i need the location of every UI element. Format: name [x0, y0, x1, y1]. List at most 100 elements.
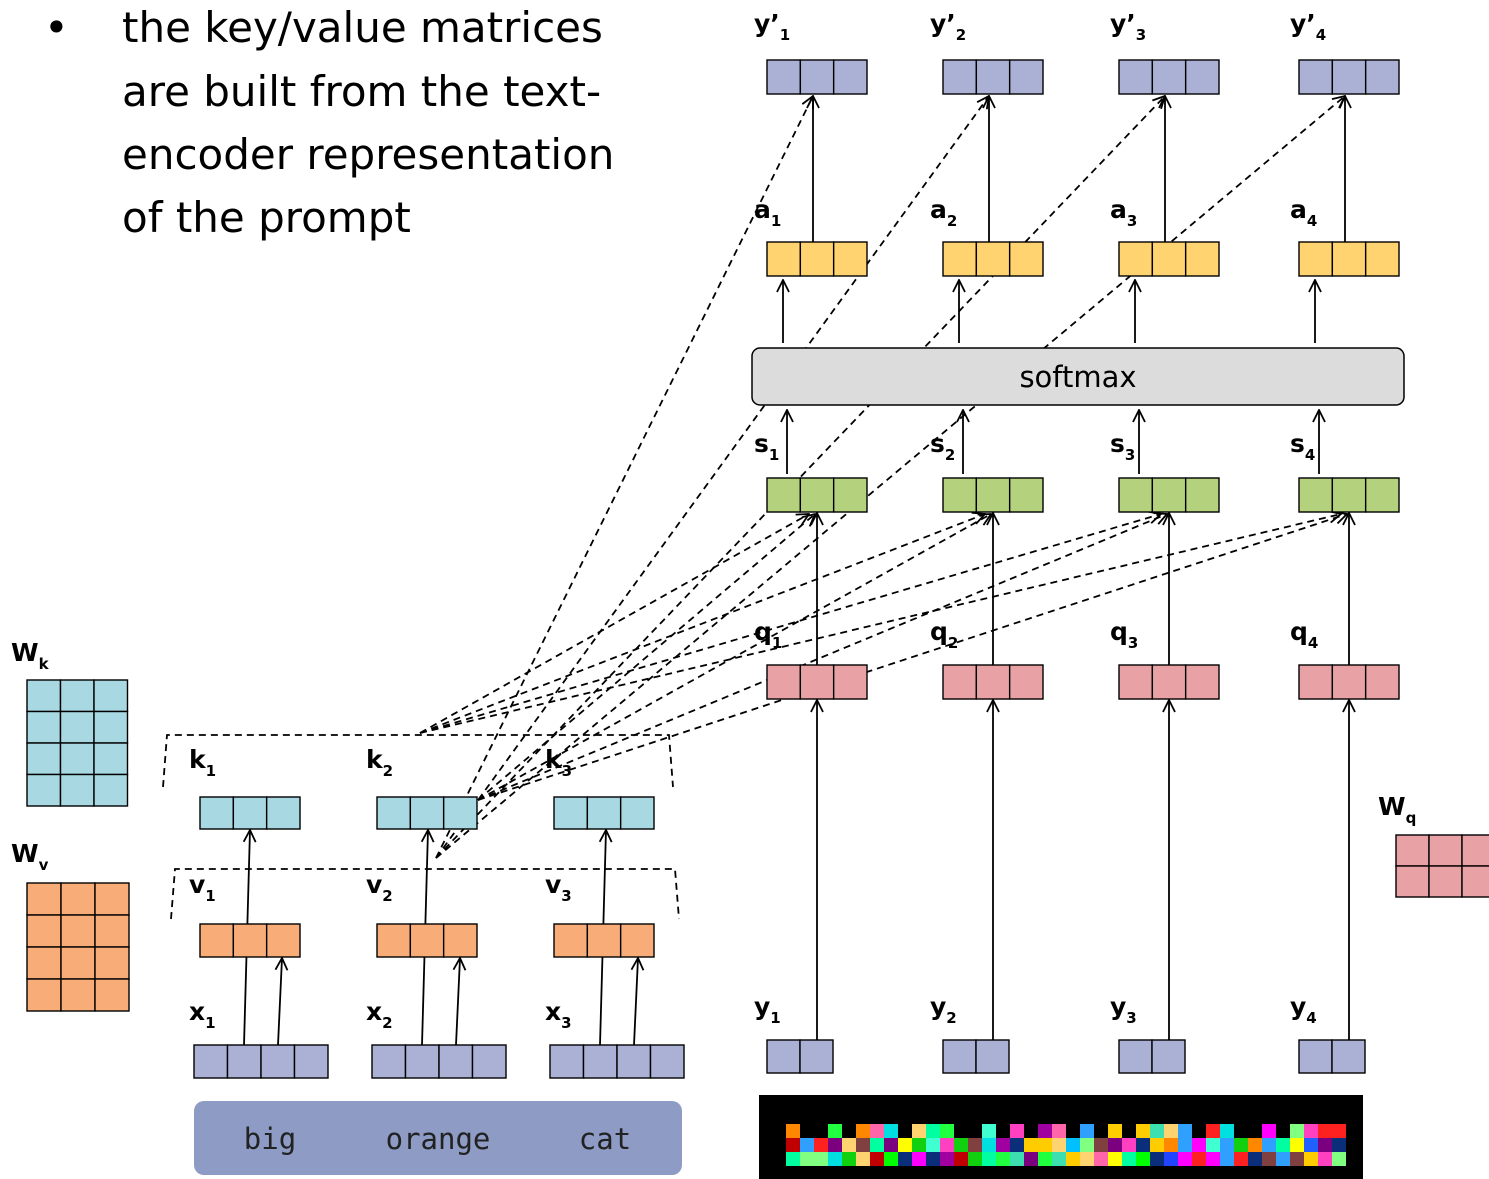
label-a-2: a2: [930, 195, 957, 230]
bullet-symbol: •: [44, 3, 69, 52]
label-q-3-text: q3: [1110, 617, 1138, 652]
label-q-2-text: q2: [930, 617, 958, 652]
y-out-vector-3: [1118, 59, 1220, 95]
q-vector-2: [942, 664, 1044, 700]
a-vector-3: [1118, 241, 1220, 277]
dashed-v-to-yout-1: [435, 96, 813, 859]
label-yin-1-text: y1: [754, 992, 781, 1027]
wk-matrix: [26, 679, 129, 807]
label-yin-2-text: y2: [930, 992, 957, 1027]
q-vector-3: [1118, 664, 1220, 700]
label-x-3-subscript: 3: [561, 1014, 571, 1032]
bullet-line-4: of the prompt: [122, 193, 411, 242]
label-wq-text: Wq: [1378, 792, 1416, 827]
label-yin-2-subscript: 2: [946, 1009, 956, 1027]
noise-image: [759, 1095, 1363, 1179]
label-wq-subscript: q: [1406, 809, 1417, 827]
dashed-v-to-yout-2: [435, 96, 989, 859]
label-s-3-subscript: 3: [1125, 446, 1135, 464]
label-q-3-subscript: 3: [1128, 634, 1138, 652]
label-s-2-text: s2: [930, 429, 955, 464]
label-q-4-text: q4: [1290, 617, 1318, 652]
label-s-3-text: s3: [1110, 429, 1135, 464]
label-yin-1: y1: [754, 992, 781, 1027]
k-vector-2: [376, 796, 478, 830]
label-yin-4: y4: [1290, 992, 1317, 1027]
label-v-1: v1: [189, 870, 216, 905]
softmax-box: softmax: [751, 347, 1405, 406]
y-in-vector-3: [1118, 1039, 1186, 1074]
label-a-3-subscript: 3: [1127, 212, 1137, 230]
label-k-2-text: k2: [366, 745, 393, 780]
label-a-4-text: a4: [1290, 195, 1317, 230]
bullet-line-3: encoder representation: [122, 130, 614, 179]
y-out-vector-4: [1298, 59, 1400, 95]
dashed-k-to-s-2: [419, 514, 985, 734]
label-yout-3-text: y’3: [1110, 9, 1146, 44]
label-s-2: s2: [930, 429, 955, 464]
label-yout-3-subscript: 3: [1136, 26, 1146, 44]
dashed-k2-to-s-4: [477, 514, 1347, 801]
label-wk-text: Wk: [11, 638, 50, 673]
weight-matrices: [26, 679, 1489, 1012]
q-vector-4: [1298, 664, 1400, 700]
label-s-1: s1: [754, 429, 779, 464]
label-yout-3: y’3: [1110, 9, 1146, 44]
label-s-4: s4: [1290, 429, 1315, 464]
s-vector-3: [1118, 477, 1220, 513]
label-k-2-subscript: 2: [383, 762, 393, 780]
label-yin-4-text: y4: [1290, 992, 1317, 1027]
label-yout-1-subscript: 1: [780, 26, 790, 44]
x-vector-2: [371, 1044, 507, 1079]
label-k-3-subscript: 3: [562, 762, 572, 780]
label-yout-2: y’2: [930, 9, 966, 44]
label-wv-subscript: v: [39, 856, 49, 874]
label-yout-4-text: y’4: [1290, 9, 1326, 44]
label-yin-2: y2: [930, 992, 957, 1027]
label-wv-text: Wv: [11, 839, 49, 874]
a-vector-2: [942, 241, 1044, 277]
label-yout-1: y’1: [754, 9, 790, 44]
label-q-1: q1: [754, 617, 782, 652]
bullet-point: • the key/value matrices are built from …: [44, 3, 614, 242]
label-k-1-subscript: 1: [206, 762, 216, 780]
dashed-k2-to-s-2: [477, 514, 991, 801]
label-a-1-text: a1: [754, 195, 781, 230]
label-x-1-subscript: 1: [205, 1014, 215, 1032]
dashed-v-to-yout-4: [435, 96, 1345, 859]
s-vector-1: [766, 477, 868, 513]
label-a-2-text: a2: [930, 195, 957, 230]
label-wk-subscript: k: [39, 655, 50, 673]
label-q-4-subscript: 4: [1308, 634, 1318, 652]
label-a-4-subscript: 4: [1307, 212, 1317, 230]
label-x-3-text: x3: [545, 997, 572, 1032]
label-q-1-text: q1: [754, 617, 782, 652]
label-yout-2-subscript: 2: [956, 26, 966, 44]
label-s-2-subscript: 2: [945, 446, 955, 464]
label-v-2-text: v2: [366, 870, 393, 905]
arrow-x-to-v-1: [278, 958, 282, 1046]
label-yout-2-text: y’2: [930, 9, 966, 44]
label-yin-1-subscript: 1: [770, 1009, 780, 1027]
label-wv: Wv: [11, 839, 49, 874]
label-x-3: x3: [545, 997, 572, 1032]
label-yin-3-subscript: 3: [1126, 1009, 1136, 1027]
label-s-4-text: s4: [1290, 429, 1315, 464]
label-s-1-text: s1: [754, 429, 779, 464]
label-v-3-subscript: 3: [561, 887, 571, 905]
dashed-v-to-yout-3: [435, 96, 1165, 859]
label-k-1: k1: [189, 745, 216, 780]
label-q-2-subscript: 2: [948, 634, 958, 652]
y-out-vector-1: [766, 59, 868, 95]
label-v-1-text: v1: [189, 870, 216, 905]
y-out-vector-2: [942, 59, 1044, 95]
label-a-2-subscript: 2: [947, 212, 957, 230]
label-s-3: s3: [1110, 429, 1135, 464]
v-bracket: [170, 868, 680, 920]
arrow-x-to-v-2: [456, 958, 460, 1046]
k-vector-1: [199, 796, 301, 830]
bullet-line-2: are built from the text-: [122, 67, 601, 116]
x-vector-1: [193, 1044, 329, 1079]
label-a-4: a4: [1290, 195, 1317, 230]
